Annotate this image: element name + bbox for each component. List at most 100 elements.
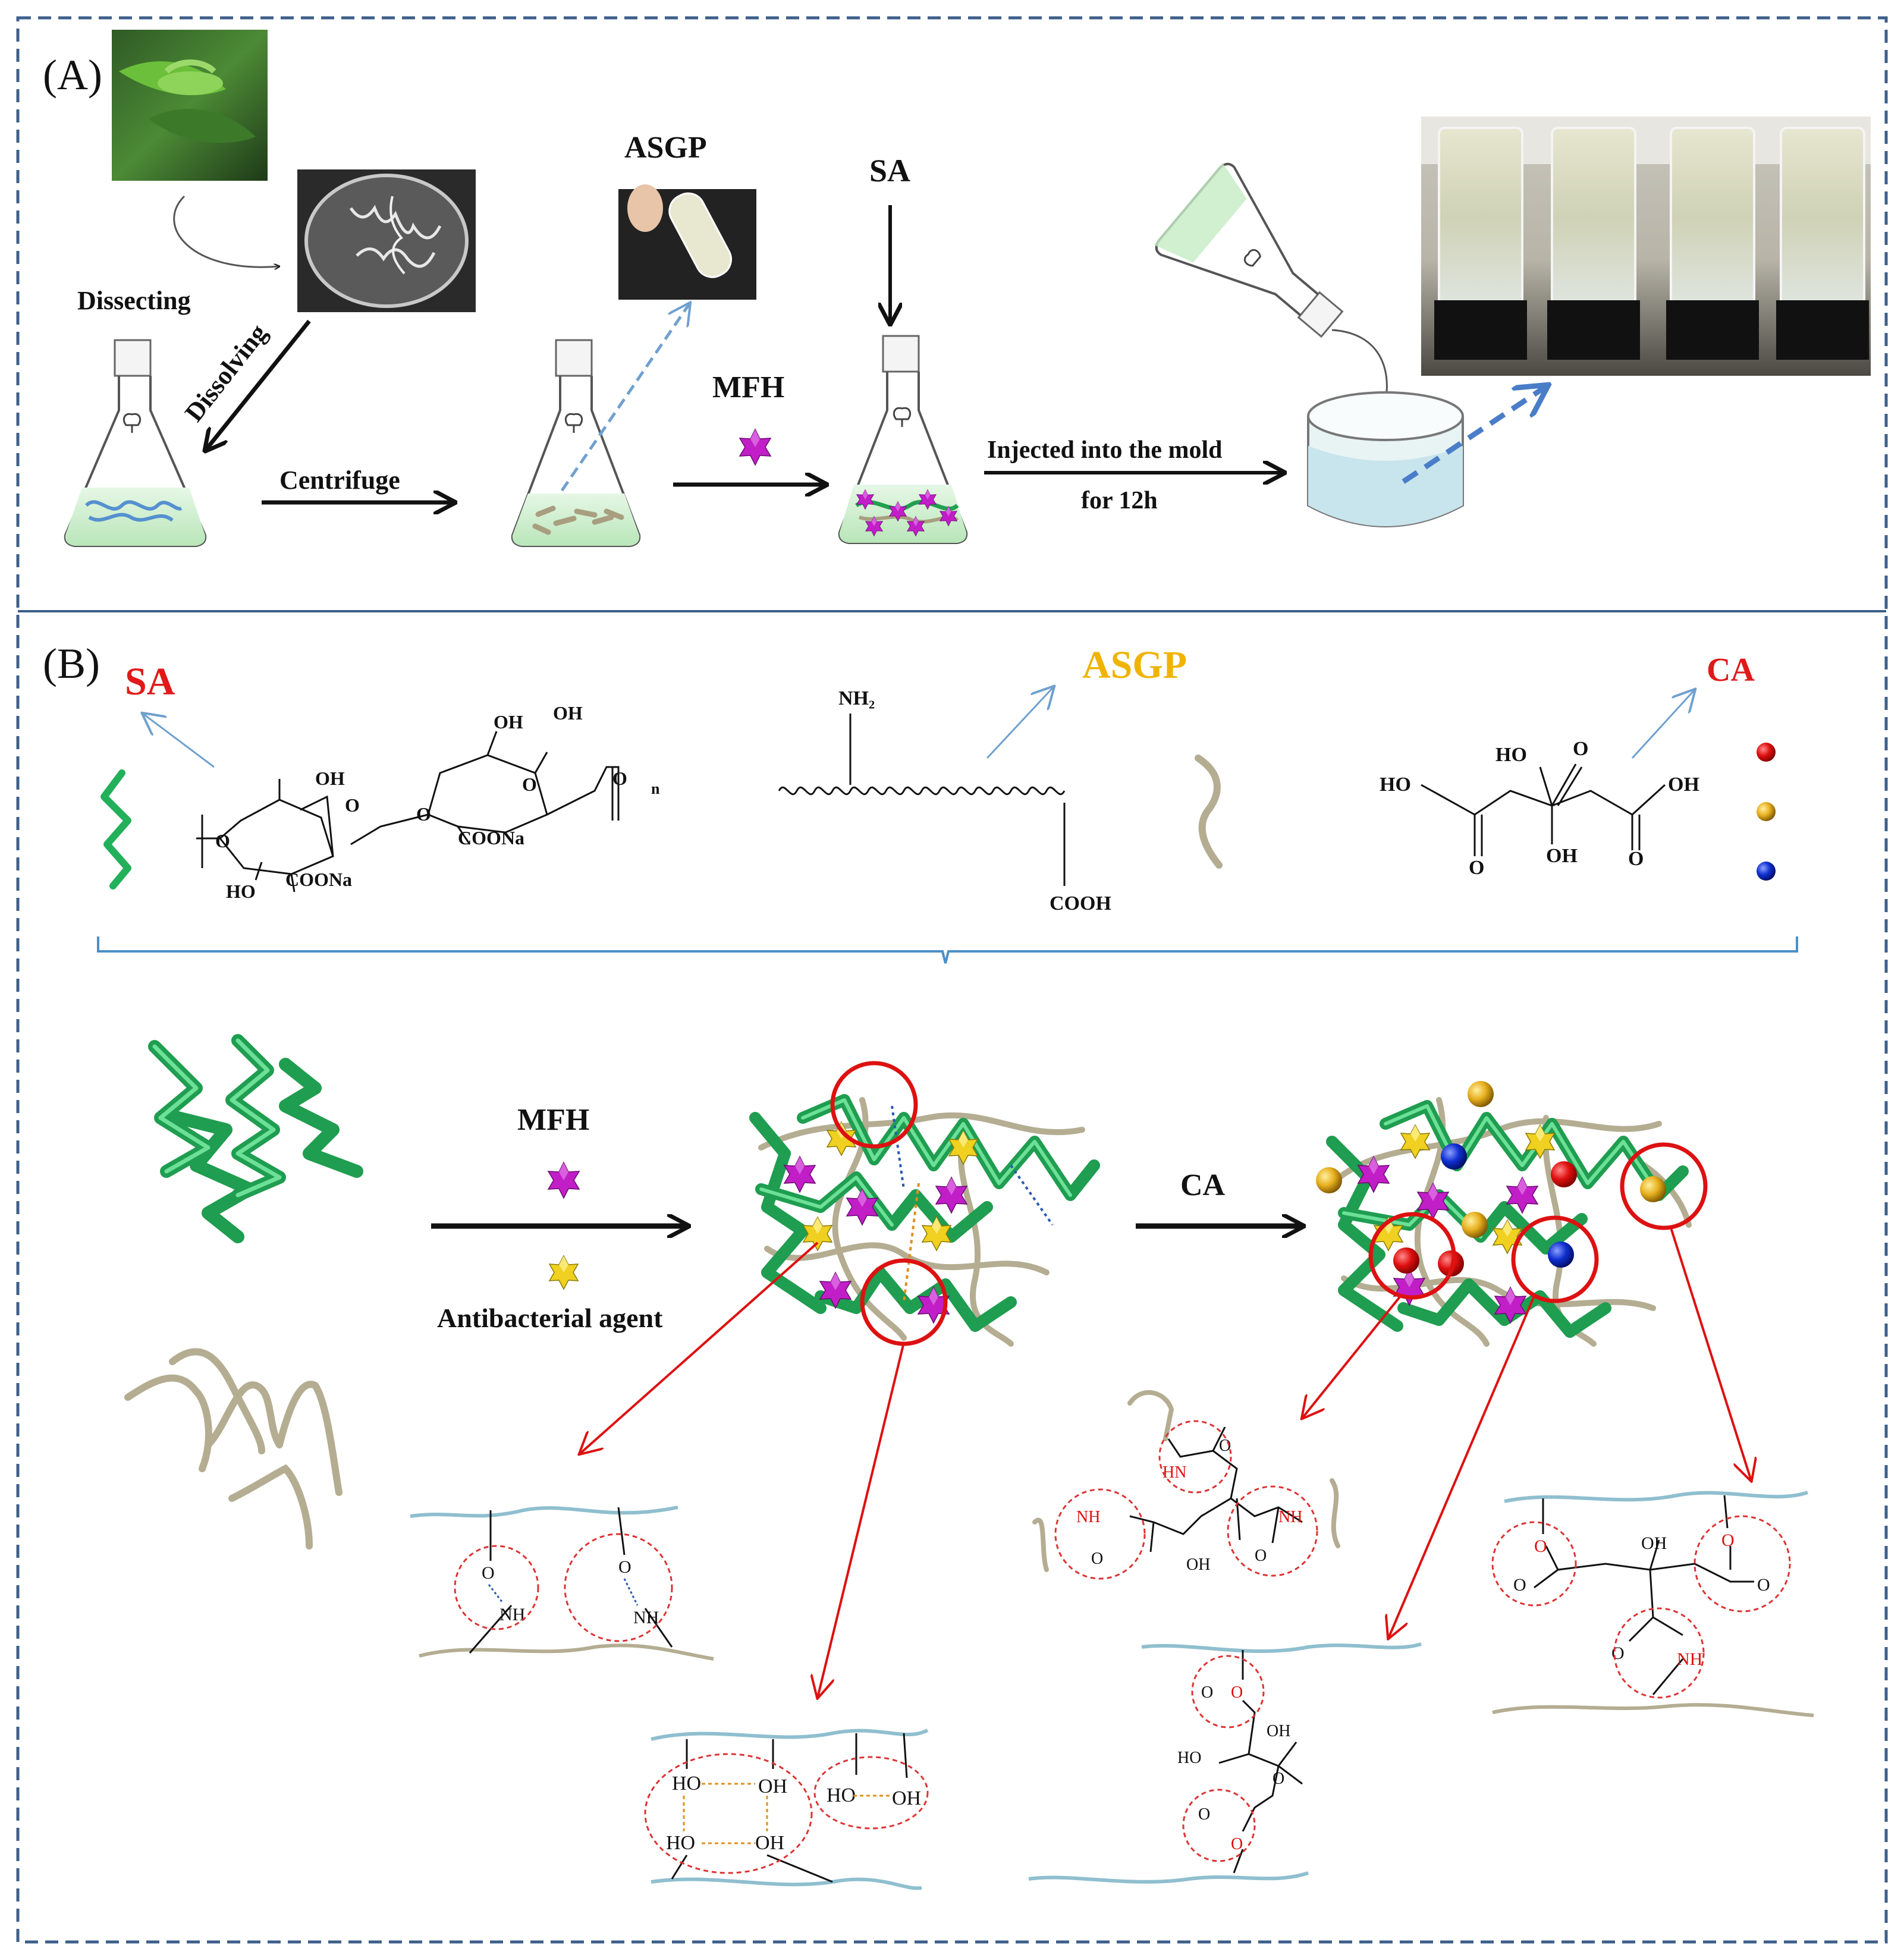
svg-text:HO: HO	[827, 1784, 856, 1806]
svg-text:COONa: COONa	[285, 869, 352, 890]
mfh-star-b	[548, 1162, 580, 1199]
svg-text:O: O	[1534, 1536, 1547, 1556]
asgp-title: ASGP	[1082, 643, 1187, 687]
sa-title: SA	[125, 660, 175, 703]
svg-text:n: n	[651, 780, 660, 797]
detail-hbond-oh: HO OH HO OH HO OH	[644, 1728, 929, 1890]
mold-dish	[1307, 391, 1464, 527]
mfh-label-a: MFH	[712, 370, 784, 404]
svg-text:OH: OH	[1267, 1722, 1290, 1740]
ca-blue-ball-legend	[1757, 862, 1776, 881]
svg-text:O: O	[612, 768, 627, 789]
ca-red-ball-legend	[1757, 743, 1776, 762]
sa-title-arrow	[143, 714, 215, 768]
svg-text:OH: OH	[892, 1787, 921, 1809]
injected-label-2: for 12h	[1081, 487, 1158, 514]
svg-text:NH: NH	[1076, 1508, 1100, 1526]
centrifuge-label: Centrifuge	[279, 466, 400, 495]
pointer-2	[818, 1342, 905, 1698]
svg-text:O: O	[1255, 1547, 1267, 1565]
svg-text:NH₂: NH₂	[838, 687, 875, 709]
components-bracket	[97, 936, 1798, 964]
pointer-3	[1302, 1295, 1402, 1418]
svg-text:OH: OH	[315, 768, 345, 789]
detail-ester-vertical: O O OH HO O O O	[1028, 1642, 1422, 1884]
svg-text:O: O	[1201, 1683, 1213, 1702]
sa-chain-icon	[100, 769, 131, 890]
svg-text:OH: OH	[1641, 1533, 1667, 1553]
pointer-1	[580, 1242, 819, 1454]
injected-label-1: Injected into the mold	[987, 436, 1222, 464]
svg-text:O: O	[1628, 848, 1644, 870]
antibacterial-label: Antibacterial agent	[437, 1303, 663, 1333]
sa-coil-highlight	[152, 1038, 282, 1198]
svg-text:HO: HO	[1380, 774, 1411, 796]
svg-text:O: O	[1611, 1643, 1625, 1663]
pointer-5	[1670, 1227, 1751, 1481]
svg-text:COONa: COONa	[458, 827, 524, 848]
svg-text:O: O	[1231, 1683, 1243, 1702]
leaf-photo	[112, 30, 268, 181]
svg-text:O: O	[416, 803, 431, 825]
network-mfh	[749, 1061, 1100, 1347]
sa-coil-icon	[148, 1034, 363, 1243]
dissolving-arrow	[205, 319, 311, 451]
sa-structure: OH O O HO COONa O OH OH O COONa n O	[196, 702, 660, 902]
outer-frame	[16, 16, 1888, 1944]
svg-text:O: O	[618, 1557, 631, 1577]
flask-3	[838, 335, 968, 544]
panel-a-label: (A)	[43, 51, 102, 99]
svg-text:OH: OH	[1668, 774, 1699, 796]
asgp-tube-photo	[618, 184, 756, 300]
svg-text:O: O	[1091, 1550, 1103, 1568]
ca-gold-ball-legend	[1757, 802, 1776, 821]
svg-text:OH: OH	[755, 1832, 784, 1854]
detail-ester-amide: O O OH O O O NH	[1491, 1491, 1814, 1717]
mfh-label-b: MFH	[517, 1103, 589, 1137]
svg-text:HO: HO	[1495, 744, 1527, 766]
svg-text:O: O	[1513, 1575, 1526, 1595]
svg-text:O: O	[522, 774, 537, 795]
svg-text:O: O	[1273, 1770, 1284, 1788]
asgp-chain-bundle-icon	[124, 1348, 343, 1550]
svg-text:O: O	[1721, 1530, 1735, 1550]
flask-2	[511, 339, 641, 547]
svg-text:O: O	[345, 794, 360, 816]
pointer-4	[1388, 1296, 1535, 1638]
pour-curve	[1331, 329, 1387, 401]
asgp-structure: NH₂ COOH	[778, 687, 1111, 914]
vials-photo	[1421, 117, 1871, 376]
svg-text:OH: OH	[758, 1775, 787, 1797]
svg-text:NH: NH	[499, 1605, 525, 1624]
detail-amide: HN O NH O OH O NH	[1032, 1390, 1340, 1580]
svg-text:HO: HO	[226, 881, 256, 902]
svg-text:HO: HO	[666, 1832, 695, 1854]
ca-arrow-label: CA	[1180, 1168, 1226, 1202]
svg-text:HN: HN	[1162, 1463, 1186, 1482]
svg-text:O: O	[1757, 1575, 1770, 1595]
svg-text:OH: OH	[1186, 1555, 1210, 1574]
svg-text:OH: OH	[553, 702, 583, 724]
svg-text:O: O	[482, 1563, 495, 1583]
dissecting-label: Dissecting	[77, 286, 191, 315]
svg-text:OH: OH	[494, 711, 523, 733]
ca-title: CA	[1707, 652, 1755, 689]
antibacterial-star	[549, 1255, 579, 1290]
petri-dish-photo	[297, 169, 476, 312]
svg-text:O: O	[215, 830, 230, 851]
dissolving-label: Dissolving	[179, 319, 273, 427]
svg-text:O: O	[1231, 1835, 1243, 1853]
svg-text:O: O	[1573, 738, 1588, 760]
network-ca	[1316, 1081, 1708, 1347]
svg-text:HO: HO	[1177, 1749, 1201, 1767]
svg-text:OH: OH	[1546, 845, 1578, 867]
svg-text:NH: NH	[633, 1608, 659, 1627]
asgp-title-arrow	[986, 687, 1054, 759]
ca-structure: HO O HO OH OH O O	[1380, 738, 1699, 879]
svg-text:HO: HO	[672, 1772, 701, 1794]
svg-text:O: O	[1219, 1437, 1231, 1455]
pouring-flask	[1154, 162, 1344, 338]
sa-label-a: SA	[869, 153, 910, 188]
svg-text:O: O	[1198, 1805, 1210, 1824]
